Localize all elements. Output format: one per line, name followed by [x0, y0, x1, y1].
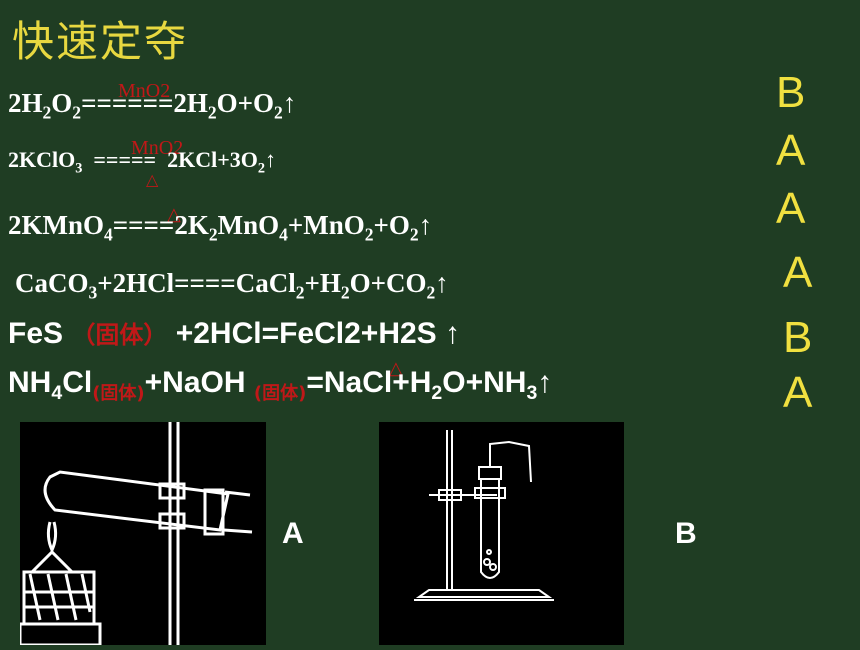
apparatus-b-label: B: [675, 517, 697, 550]
answer-3: A: [776, 184, 806, 233]
equation-kmno4: 2KMnO4====2K2MnO4+MnO2+O2↑: [8, 210, 433, 245]
upright-test-tube-icon: [414, 430, 554, 601]
equation-fes: FeS （固体） +2HCl=FeCl2+H2S ↑: [8, 317, 461, 350]
solid-note-nh4cl: (固体): [92, 383, 145, 404]
answer-4: A: [783, 248, 813, 297]
answer-1: B: [776, 68, 806, 117]
slide-title: 快速定夺: [12, 17, 189, 66]
apparatus-a-label: A: [282, 517, 304, 550]
condition-mno2-1: MnO2: [118, 80, 171, 102]
heat-symbol-6: △: [389, 358, 403, 378]
heat-symbol-3: △: [167, 204, 181, 224]
equation-caco3: CaCO3+2HCl====CaCl2+H2O+CO2↑: [15, 268, 449, 303]
equation-h2o2: 2H2O2======2H2O+O2↑: [8, 88, 297, 123]
condition-mno2-2: MnO2: [131, 137, 184, 159]
apparatus-a-image: [18, 422, 266, 647]
heat-symbol-2: △: [146, 172, 159, 189]
answer-6: A: [783, 368, 813, 417]
solid-note-naoh: (固体): [253, 383, 307, 404]
answer-5: B: [783, 313, 813, 362]
test-tube-heating-icon: [18, 422, 253, 647]
equation-kclo3: 2KClO3 ===== 2KCl+3O2↑: [8, 147, 276, 177]
answer-2: A: [776, 126, 806, 175]
solid-note-fes: （固体）: [71, 321, 168, 349]
apparatus-b-image: [379, 422, 624, 645]
equation-nh4cl: NH4Cl(固体)+NaOH (固体)=NaCl+H2O+NH3↑: [8, 366, 553, 404]
